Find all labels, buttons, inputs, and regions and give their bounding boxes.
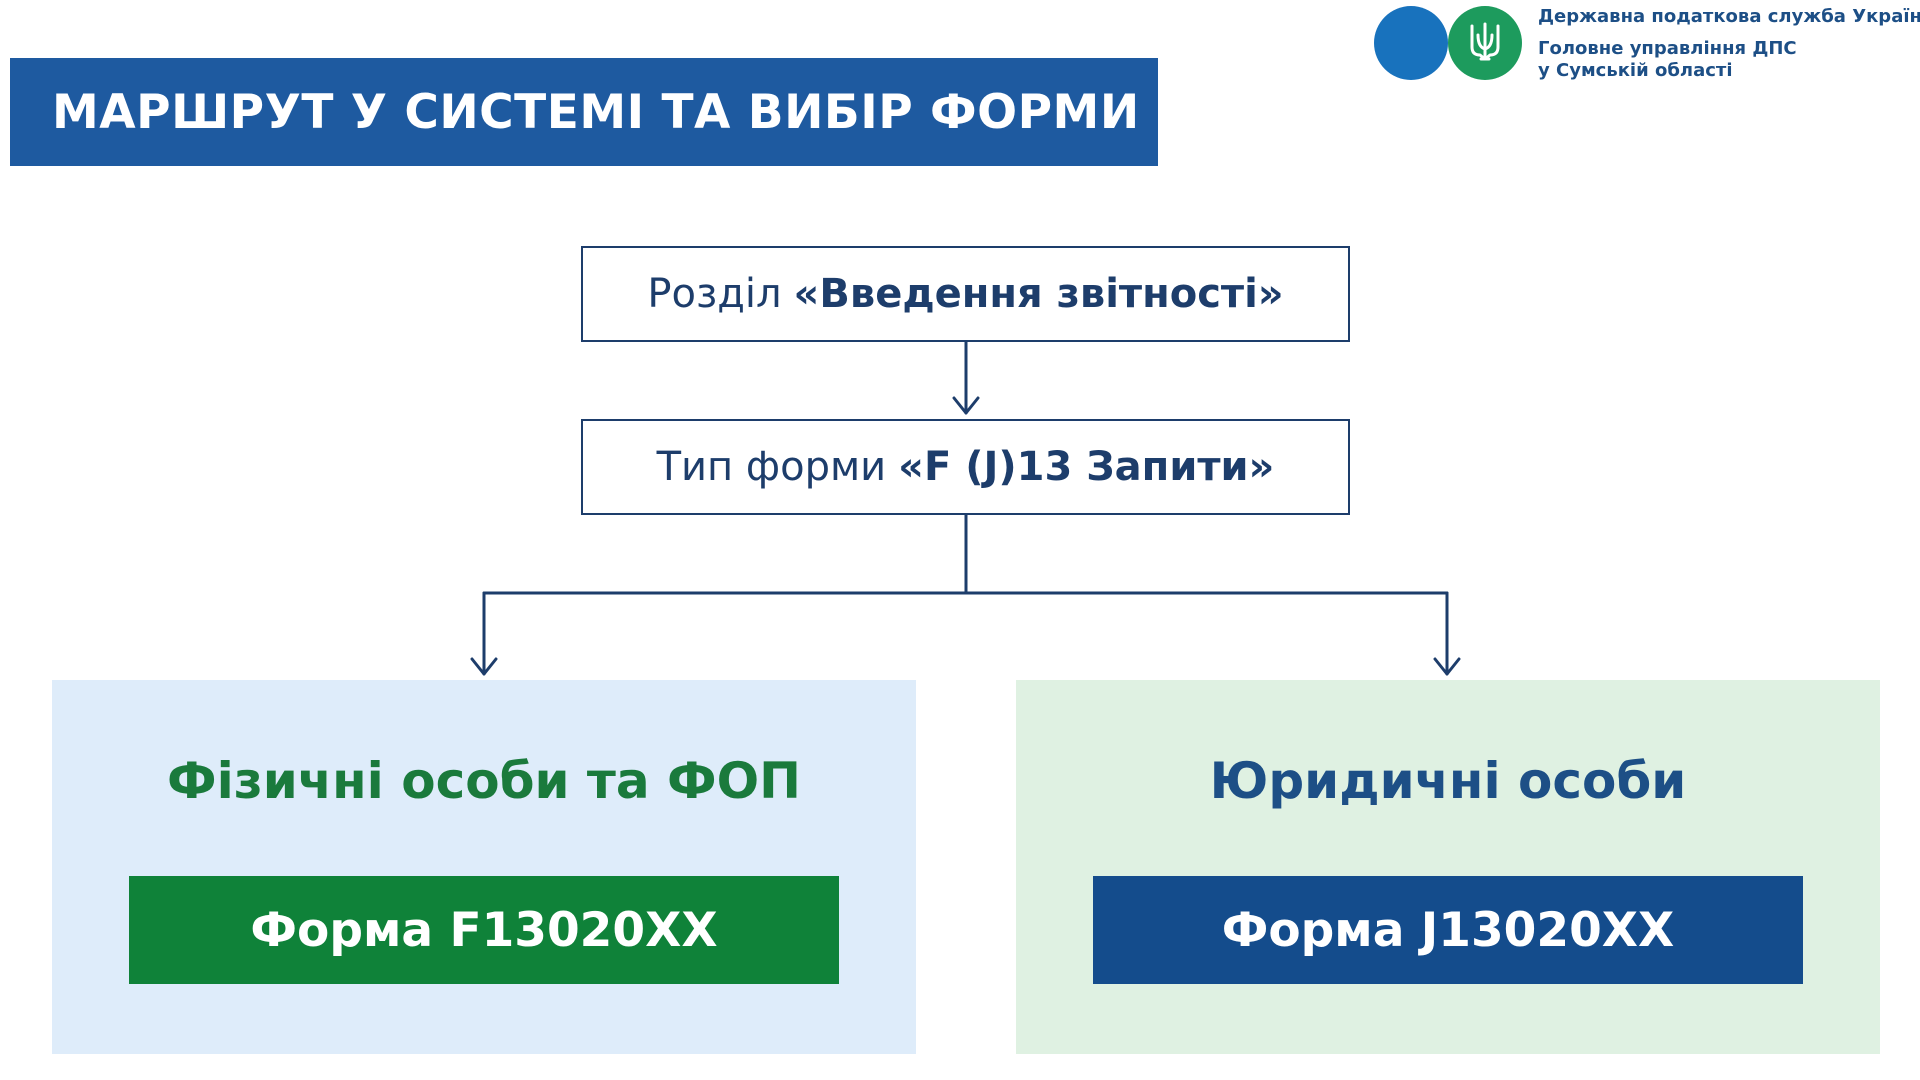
organization-name: Державна податкова служба України Головн…: [1538, 6, 1920, 82]
flow-step-section-label: Розділ: [647, 271, 782, 317]
category-panel-legal-entities: Юридичні особи Форма J13020XX: [1016, 680, 1880, 1054]
category-panel-individuals: Фізичні особи та ФОП Форма F13020XX: [52, 680, 916, 1054]
flow-step-form-type-label: Тип форми: [656, 444, 887, 490]
arrowhead-right-icon: [1433, 657, 1461, 676]
arrowhead-left-icon: [470, 657, 498, 676]
title-banner: МАРШРУТ У СИСТЕМІ ТА ВИБІР ФОРМИ: [10, 58, 1158, 166]
trident-emblem-circle: [1448, 6, 1522, 80]
organization-line-3: у Сумській області: [1538, 60, 1733, 81]
form-badge-legal-entities: Форма J13020XX: [1093, 876, 1803, 984]
flow-step-form-type: Тип форми «F (J)13 Запити»: [581, 419, 1350, 515]
trident-icon: [1470, 22, 1500, 61]
flow-step-form-type-value: «F (J)13 Запити»: [898, 444, 1275, 490]
category-heading-legal-entities: Юридичні особи: [1209, 752, 1687, 810]
blue-circle-icon: [1374, 6, 1448, 80]
form-badge-individuals: Форма F13020XX: [129, 876, 839, 984]
organization-logo: Державна податкова служба України Головн…: [1374, 6, 1920, 82]
flow-step-section: Розділ «Введення звітності»: [581, 246, 1350, 342]
category-heading-individuals: Фізичні особи та ФОП: [167, 752, 801, 810]
logo-circles: [1374, 6, 1524, 82]
organization-line-1: Державна податкова служба України: [1538, 6, 1920, 27]
arrowhead-step2-icon: [952, 396, 980, 415]
page-title: МАРШРУТ У СИСТЕМІ ТА ВИБІР ФОРМИ: [52, 84, 1140, 140]
flow-step-section-value: «Введення звітності»: [793, 271, 1284, 317]
organization-line-2: Головне управління ДПС: [1538, 38, 1797, 59]
